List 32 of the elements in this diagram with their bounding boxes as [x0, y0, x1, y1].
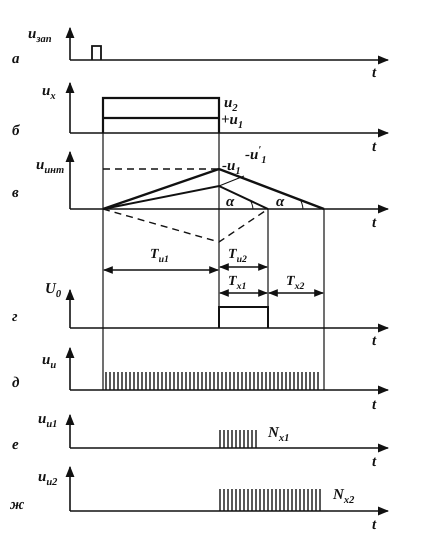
level-label: -u$_{1}$ [222, 159, 241, 178]
axis-label: t [372, 66, 376, 81]
interval-label: T$_{x2}$ [286, 275, 304, 292]
level-label: +u$_{1}$ [221, 113, 244, 132]
axis-label: t [372, 518, 376, 533]
panel-letter: г [12, 310, 18, 325]
signal-label: u$_{и2}$ [38, 470, 58, 488]
count-label: N$_{x2}$ [333, 488, 354, 506]
axis-label: t [372, 455, 376, 470]
interval-label: T$_{и1}$ [150, 248, 169, 265]
signal-label: u$_{зап}$ [28, 27, 52, 46]
signal-label: u$_{x}$ [42, 84, 56, 102]
count-label: N$_{x1}$ [268, 426, 290, 444]
signal-label: u$_{инт}$ [36, 158, 64, 176]
angle-label: α [226, 195, 234, 210]
panel-letter: а [12, 52, 20, 67]
panel-letter: б [12, 124, 20, 139]
axis-label: t [372, 334, 376, 349]
signal-label: U$_{0}$ [45, 282, 62, 300]
panel-letter: д [12, 376, 20, 391]
angle-label: α [276, 195, 284, 210]
axis-label: t [372, 216, 376, 231]
interval-label: T$_{x1}$ [228, 275, 246, 292]
axis-label: t [372, 140, 376, 155]
interval-label: T$_{и2}$ [228, 248, 247, 265]
panel-letter: в [12, 186, 19, 201]
level-label: u$_{2}$ [224, 96, 238, 114]
axis-label: t [372, 398, 376, 413]
panel-letter: ж [10, 498, 24, 513]
signal-label: u$_{и}$ [42, 353, 56, 372]
signal-label: u$_{и1}$ [38, 412, 58, 430]
panel-letter: е [12, 438, 19, 453]
